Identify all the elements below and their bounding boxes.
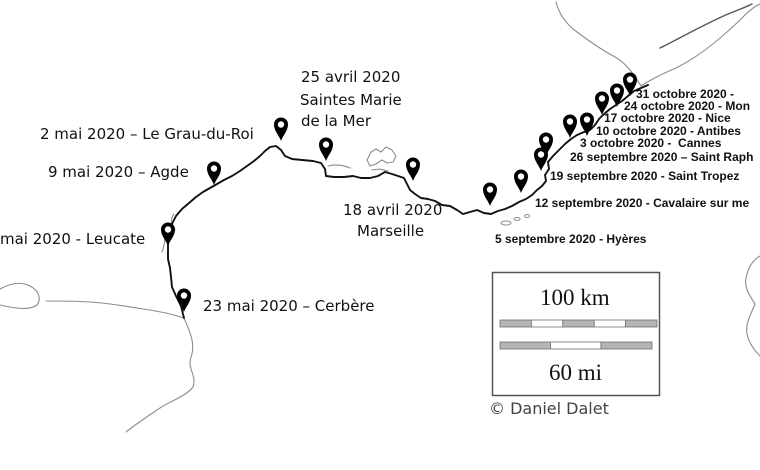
km-scale-bar [499,319,658,328]
scale-frame [491,271,661,397]
stop-label-saintes-maries-place-2: de la Mer [301,112,371,130]
stop-label-agde: 9 mai 2020 – Agde [48,163,189,181]
stop-label-menton: 31 octobre 2020 - [636,87,735,101]
stop-label-marseille-date: 18 avril 2020 [343,201,443,219]
stop-label-saintes-maries-place: Saintes Marie [300,91,402,109]
menton-pin-icon [623,72,637,96]
saintes-maries-pin-icon [319,137,333,161]
corsica-outline [745,255,760,357]
stop-label-grau-du-roi: 2 mai 2020 – Le Grau-du-Roi [40,125,254,143]
cavalaire-pin-icon [514,169,528,193]
stop-label-leucate: mai 2020 - Leucate [0,230,146,248]
background-geography [0,1,760,433]
stop-label-nice: 17 octobre 2020 - Nice [604,111,731,125]
stop-label-cavalaire: 12 septembre 2020 - Cavalaire sur me [535,196,750,210]
grau-du-roi-pin-icon [274,117,288,141]
agde-pin-icon [207,161,221,185]
copyright-credit: © Daniel Dalet [489,399,609,418]
scale-legend [491,271,661,397]
scale-km-label: 100 km [540,285,610,310]
leucate-pin-icon [161,222,175,246]
stop-label-saint-tropez: 19 septembre 2020 - Saint Tropez [550,169,740,183]
stop-label-saint-raphael: 26 septembre 2020 – Saint Raph [570,150,754,164]
route-coastline [167,84,649,319]
monaco-pin-icon [610,83,624,107]
marseille-pin-icon [406,157,420,181]
stop-label-cannes: 3 octobre 2020 - Cannes [580,136,722,150]
cerbere-pin-icon [177,288,191,312]
stop-label-saintes-maries-date: 25 avril 2020 [301,68,401,86]
cannes-pin-icon [563,114,577,138]
stop-label-antibes: 10 octobre 2020 - Antibes [596,124,741,138]
alps-outline [555,1,642,87]
italy-border [640,3,760,87]
island-porquerolles [500,220,512,226]
stop-label-cerbere: 23 mai 2020 – Cerbère [203,297,375,315]
scale-mi-label: 60 mi [549,360,603,385]
island-port-cros [513,217,521,221]
mi-scale-bar [499,341,653,350]
hyeres-pin-icon [483,182,497,206]
camargue-lagoon [327,164,351,169]
stop-label-marseille-place: Marseille [357,222,425,240]
stop-label-monaco: 24 octobre 2020 - Mon [624,99,751,113]
left-outline [0,282,40,309]
spain-coastline [125,317,195,433]
stop-label-hyeres: 5 septembre 2020 - Hyères [495,232,647,246]
island-levant [524,214,530,218]
northeast-outline [659,3,753,49]
pyrenees-border [45,300,185,319]
etang-de-berre [366,146,397,172]
